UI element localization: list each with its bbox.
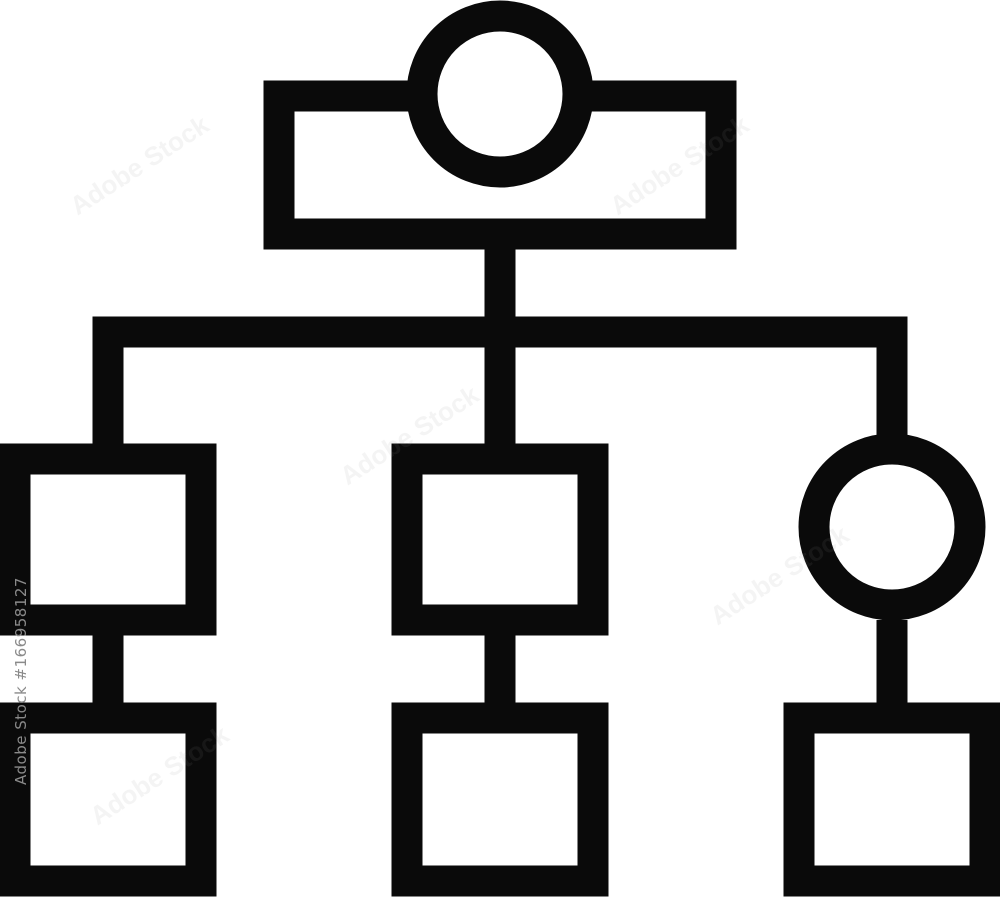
stock-brand-label: Adobe Stock xyxy=(12,685,30,785)
child-node-left xyxy=(0,443,217,636)
stock-id-label: #166958127 xyxy=(12,577,30,681)
leaf-node-middle xyxy=(391,702,609,897)
child-node-middle xyxy=(391,443,609,636)
child-node-right-circle xyxy=(798,433,986,621)
leaf-node-left xyxy=(0,702,217,897)
leaf-node-right xyxy=(783,702,1000,897)
root-node-circle xyxy=(406,0,594,188)
stock-id-watermark: Adobe Stock #166958127 xyxy=(12,577,30,785)
connector-root-branch xyxy=(92,316,908,444)
